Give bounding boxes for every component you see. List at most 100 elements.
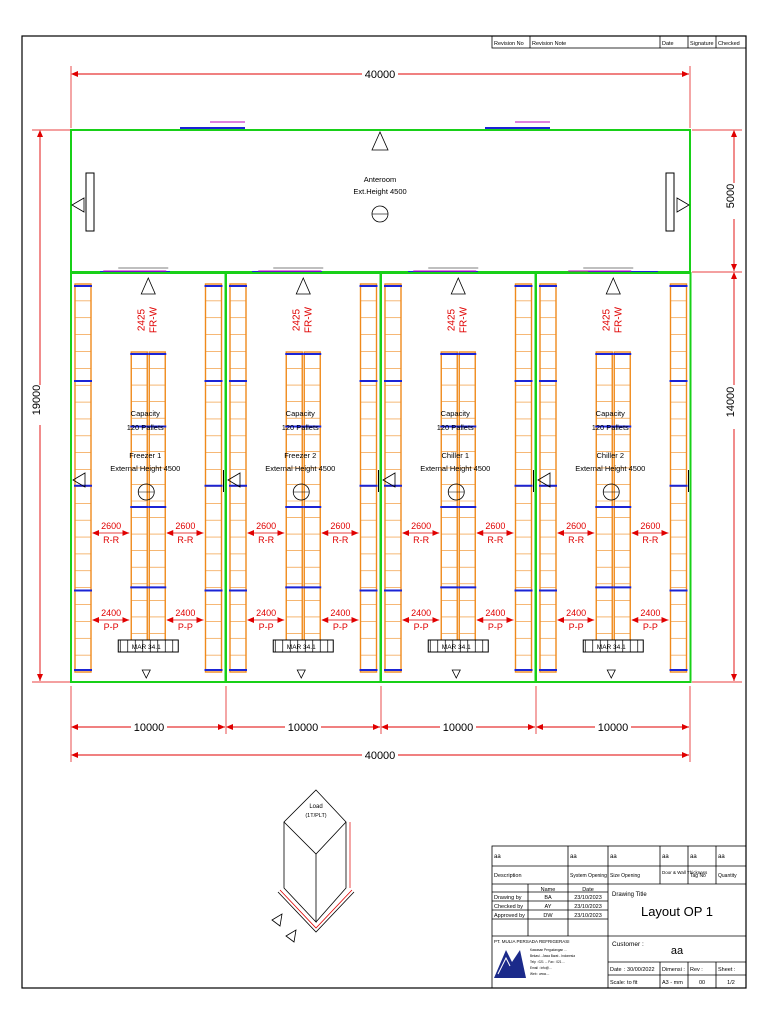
anteroom-height: Ext.Height 4500 — [353, 187, 406, 196]
room-height: External Height 4500 — [420, 464, 490, 473]
date-1: 23/10/2023 — [574, 895, 602, 901]
door-tag: FR-W — [613, 306, 624, 333]
code-3: aa — [610, 854, 617, 860]
room-name: Chiller 1 — [441, 451, 469, 460]
role-2: Checked by — [494, 904, 523, 910]
code-5: aa — [690, 854, 697, 860]
aisle-type: R-R — [332, 535, 348, 545]
rev-value: 00 — [699, 980, 705, 986]
door-size: 2425 — [291, 308, 302, 331]
dim-bottom-3: 10000 — [443, 722, 474, 734]
pallet-rack — [440, 351, 459, 651]
aisle-width: 2400 — [101, 608, 121, 618]
aisle-type: R-R — [258, 535, 274, 545]
scale-value: : to fit — [624, 980, 638, 986]
room-capacity-label: Capacity — [131, 409, 160, 418]
aisle-width: 2400 — [640, 608, 660, 618]
company-line-2: Bekasi - Jawa Barat - Indonesia — [530, 954, 575, 958]
aisle-width: 2400 — [175, 608, 195, 618]
room-capacity-label: Capacity — [441, 409, 470, 418]
company-line-4: Email : info@... — [530, 966, 552, 970]
sheet-label: Sheet : — [718, 967, 736, 973]
aisle-type: R-R — [103, 535, 119, 545]
hdr-tag-no: Tag No — [690, 873, 706, 879]
code-6: aa — [718, 854, 725, 860]
aisle-type: R-R — [413, 535, 429, 545]
customer-value: aa — [671, 945, 684, 957]
name-2: AY — [545, 904, 552, 910]
unit-tag: MAR 34.1 — [287, 644, 316, 651]
aisle-width: 2400 — [566, 608, 586, 618]
hdr-description: Description — [494, 873, 522, 879]
drawing-frame — [21, 35, 747, 989]
role-3: Approved by — [494, 913, 525, 919]
pallet-rack — [384, 283, 402, 673]
hdr-quantity: Quantity — [718, 873, 737, 879]
company-logo — [494, 950, 526, 978]
detail-label: Load — [309, 804, 322, 810]
code-2: aa — [570, 854, 577, 860]
name-1: BA — [544, 895, 552, 901]
aisle-type: P-P — [414, 622, 429, 632]
drawing-title: Layout OP 1 — [641, 904, 713, 919]
date-label: Date — [610, 967, 622, 973]
pallet-detail: Load (1T/PLT) — [271, 789, 355, 943]
aisle-type: P-P — [569, 622, 584, 632]
pallet-rack — [148, 351, 167, 651]
aisle-type: P-P — [333, 622, 348, 632]
dim-right-top: 5000 — [725, 184, 737, 208]
aisle-width: 2600 — [101, 521, 121, 531]
scale-label: Scale — [610, 980, 624, 986]
pallet-rack — [303, 351, 322, 651]
hdr-date: Date — [582, 887, 594, 893]
rev-header-no: Revision No — [494, 41, 524, 47]
code-1: aa — [494, 854, 501, 860]
aisle-width: 2600 — [640, 521, 660, 531]
room-pallets: 120 Pallets — [437, 423, 474, 432]
pallet-rack — [514, 283, 533, 673]
dim-bottom-total: 40000 — [365, 750, 396, 762]
rev-header-date: Date — [662, 41, 674, 47]
rev-label: Rev : — [690, 967, 703, 973]
door-size: 2425 — [136, 308, 147, 331]
hdr-system-opening: System Opening — [570, 873, 607, 879]
role-1: Drawing by — [494, 895, 522, 901]
detail-sublabel: (1T/PLT) — [305, 813, 326, 819]
aisle-width: 2600 — [485, 521, 505, 531]
aisle-type: R-R — [177, 535, 193, 545]
date-value: : 30/00/2022 — [624, 967, 655, 973]
pallet-rack — [229, 283, 247, 673]
room-height: External Height 4500 — [110, 464, 180, 473]
door-tag: FR-W — [303, 306, 314, 333]
aisle-width: 2600 — [330, 521, 350, 531]
company-line-1: Kawasan Pergudangan ... — [530, 948, 567, 952]
aisle-type: R-R — [568, 535, 584, 545]
anteroom-name: Anteroom — [364, 175, 397, 184]
room-capacity-label: Capacity — [286, 409, 315, 418]
customer-label: Customer : — [612, 941, 644, 948]
unit-tag: MAR 34.1 — [597, 644, 626, 651]
door-size: 2425 — [446, 308, 457, 331]
aisle-width: 2600 — [566, 521, 586, 531]
pallet-rack — [74, 283, 92, 673]
pallet-rack — [285, 351, 304, 651]
aisle-type: R-R — [642, 535, 658, 545]
pallet-rack — [595, 351, 614, 651]
hdr-size-opening: Size Opening — [610, 873, 640, 879]
name-3: DW — [543, 913, 553, 919]
dimensi-label: Dimensi : — [662, 967, 685, 973]
